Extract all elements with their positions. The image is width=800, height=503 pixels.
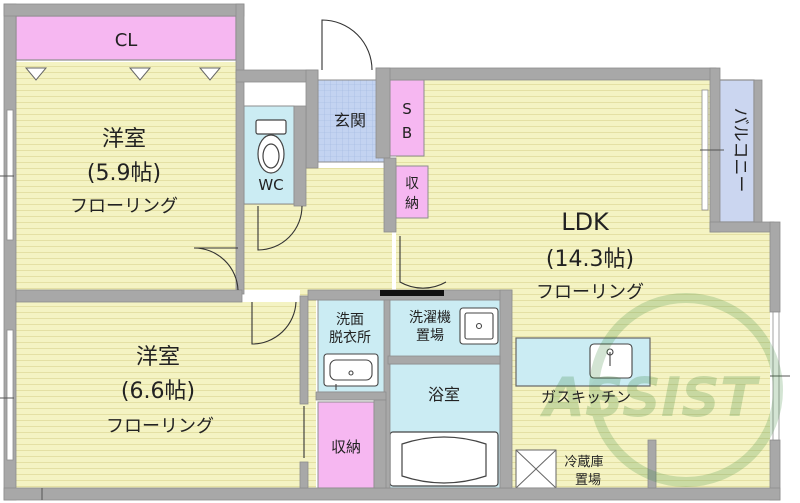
closet-top-label: CL bbox=[115, 30, 138, 51]
shoe-box bbox=[389, 79, 425, 157]
bedroom2-floor-label: フローリング bbox=[106, 416, 214, 437]
storage-small bbox=[395, 165, 429, 219]
washer-pan-icon bbox=[459, 307, 499, 345]
doors bbox=[193, 19, 447, 458]
washroom-label-1: 洗面 bbox=[336, 312, 364, 328]
storage-small-label-1: 収 bbox=[405, 176, 419, 192]
washer-partition-strip bbox=[380, 290, 444, 296]
washer-label-2: 置場 bbox=[416, 328, 444, 344]
storage-small-label-2: 納 bbox=[405, 196, 419, 212]
closet-top bbox=[15, 15, 237, 61]
bedroom2-name: 洋室 bbox=[136, 345, 180, 370]
ldk-name: LDK bbox=[561, 208, 610, 236]
washroom-label-2: 脱衣所 bbox=[329, 330, 371, 346]
washbasin-icon bbox=[323, 353, 379, 390]
storage2-label: 収納 bbox=[331, 438, 361, 456]
ldk-size: (14.3帖) bbox=[546, 247, 634, 272]
fridge-space bbox=[515, 449, 557, 489]
storage2 bbox=[317, 401, 375, 489]
assist-logo: ASSIST bbox=[539, 293, 783, 487]
balcony-label: バルコニー bbox=[730, 108, 750, 193]
window-ticks bbox=[0, 149, 790, 500]
bathtub-icon bbox=[389, 431, 499, 487]
sink-icon bbox=[589, 343, 633, 379]
kitchen-label: ガスキッチン bbox=[541, 388, 631, 406]
shoe-box-label-s: S bbox=[402, 100, 412, 118]
bedroom1-floor-label: フローリング bbox=[70, 196, 178, 217]
washer-label-1: 洗濯機 bbox=[409, 310, 451, 326]
bedroom1-floor bbox=[16, 62, 236, 290]
entrance-label: 玄関 bbox=[334, 111, 366, 130]
fridge-label-1: 冷蔵庫 bbox=[564, 455, 603, 470]
closet-door-marks bbox=[24, 67, 222, 81]
ldk-floor bbox=[396, 80, 770, 488]
watermark-text: ASSIST bbox=[539, 366, 761, 429]
shoe-box-label-b: B bbox=[402, 124, 412, 142]
bathroom-label: 浴室 bbox=[428, 385, 460, 404]
bedroom2-size: (6.6帖) bbox=[121, 379, 195, 404]
ldk-floor-label: フローリング bbox=[536, 282, 644, 303]
fridge-label-2: 置場 bbox=[575, 473, 601, 488]
bedroom2-floor bbox=[16, 302, 300, 488]
bedroom1-size: (5.9帖) bbox=[87, 161, 161, 186]
bedroom1-name: 洋室 bbox=[102, 127, 146, 152]
toilet-icon bbox=[255, 119, 287, 174]
wc-label: WC bbox=[258, 176, 283, 194]
